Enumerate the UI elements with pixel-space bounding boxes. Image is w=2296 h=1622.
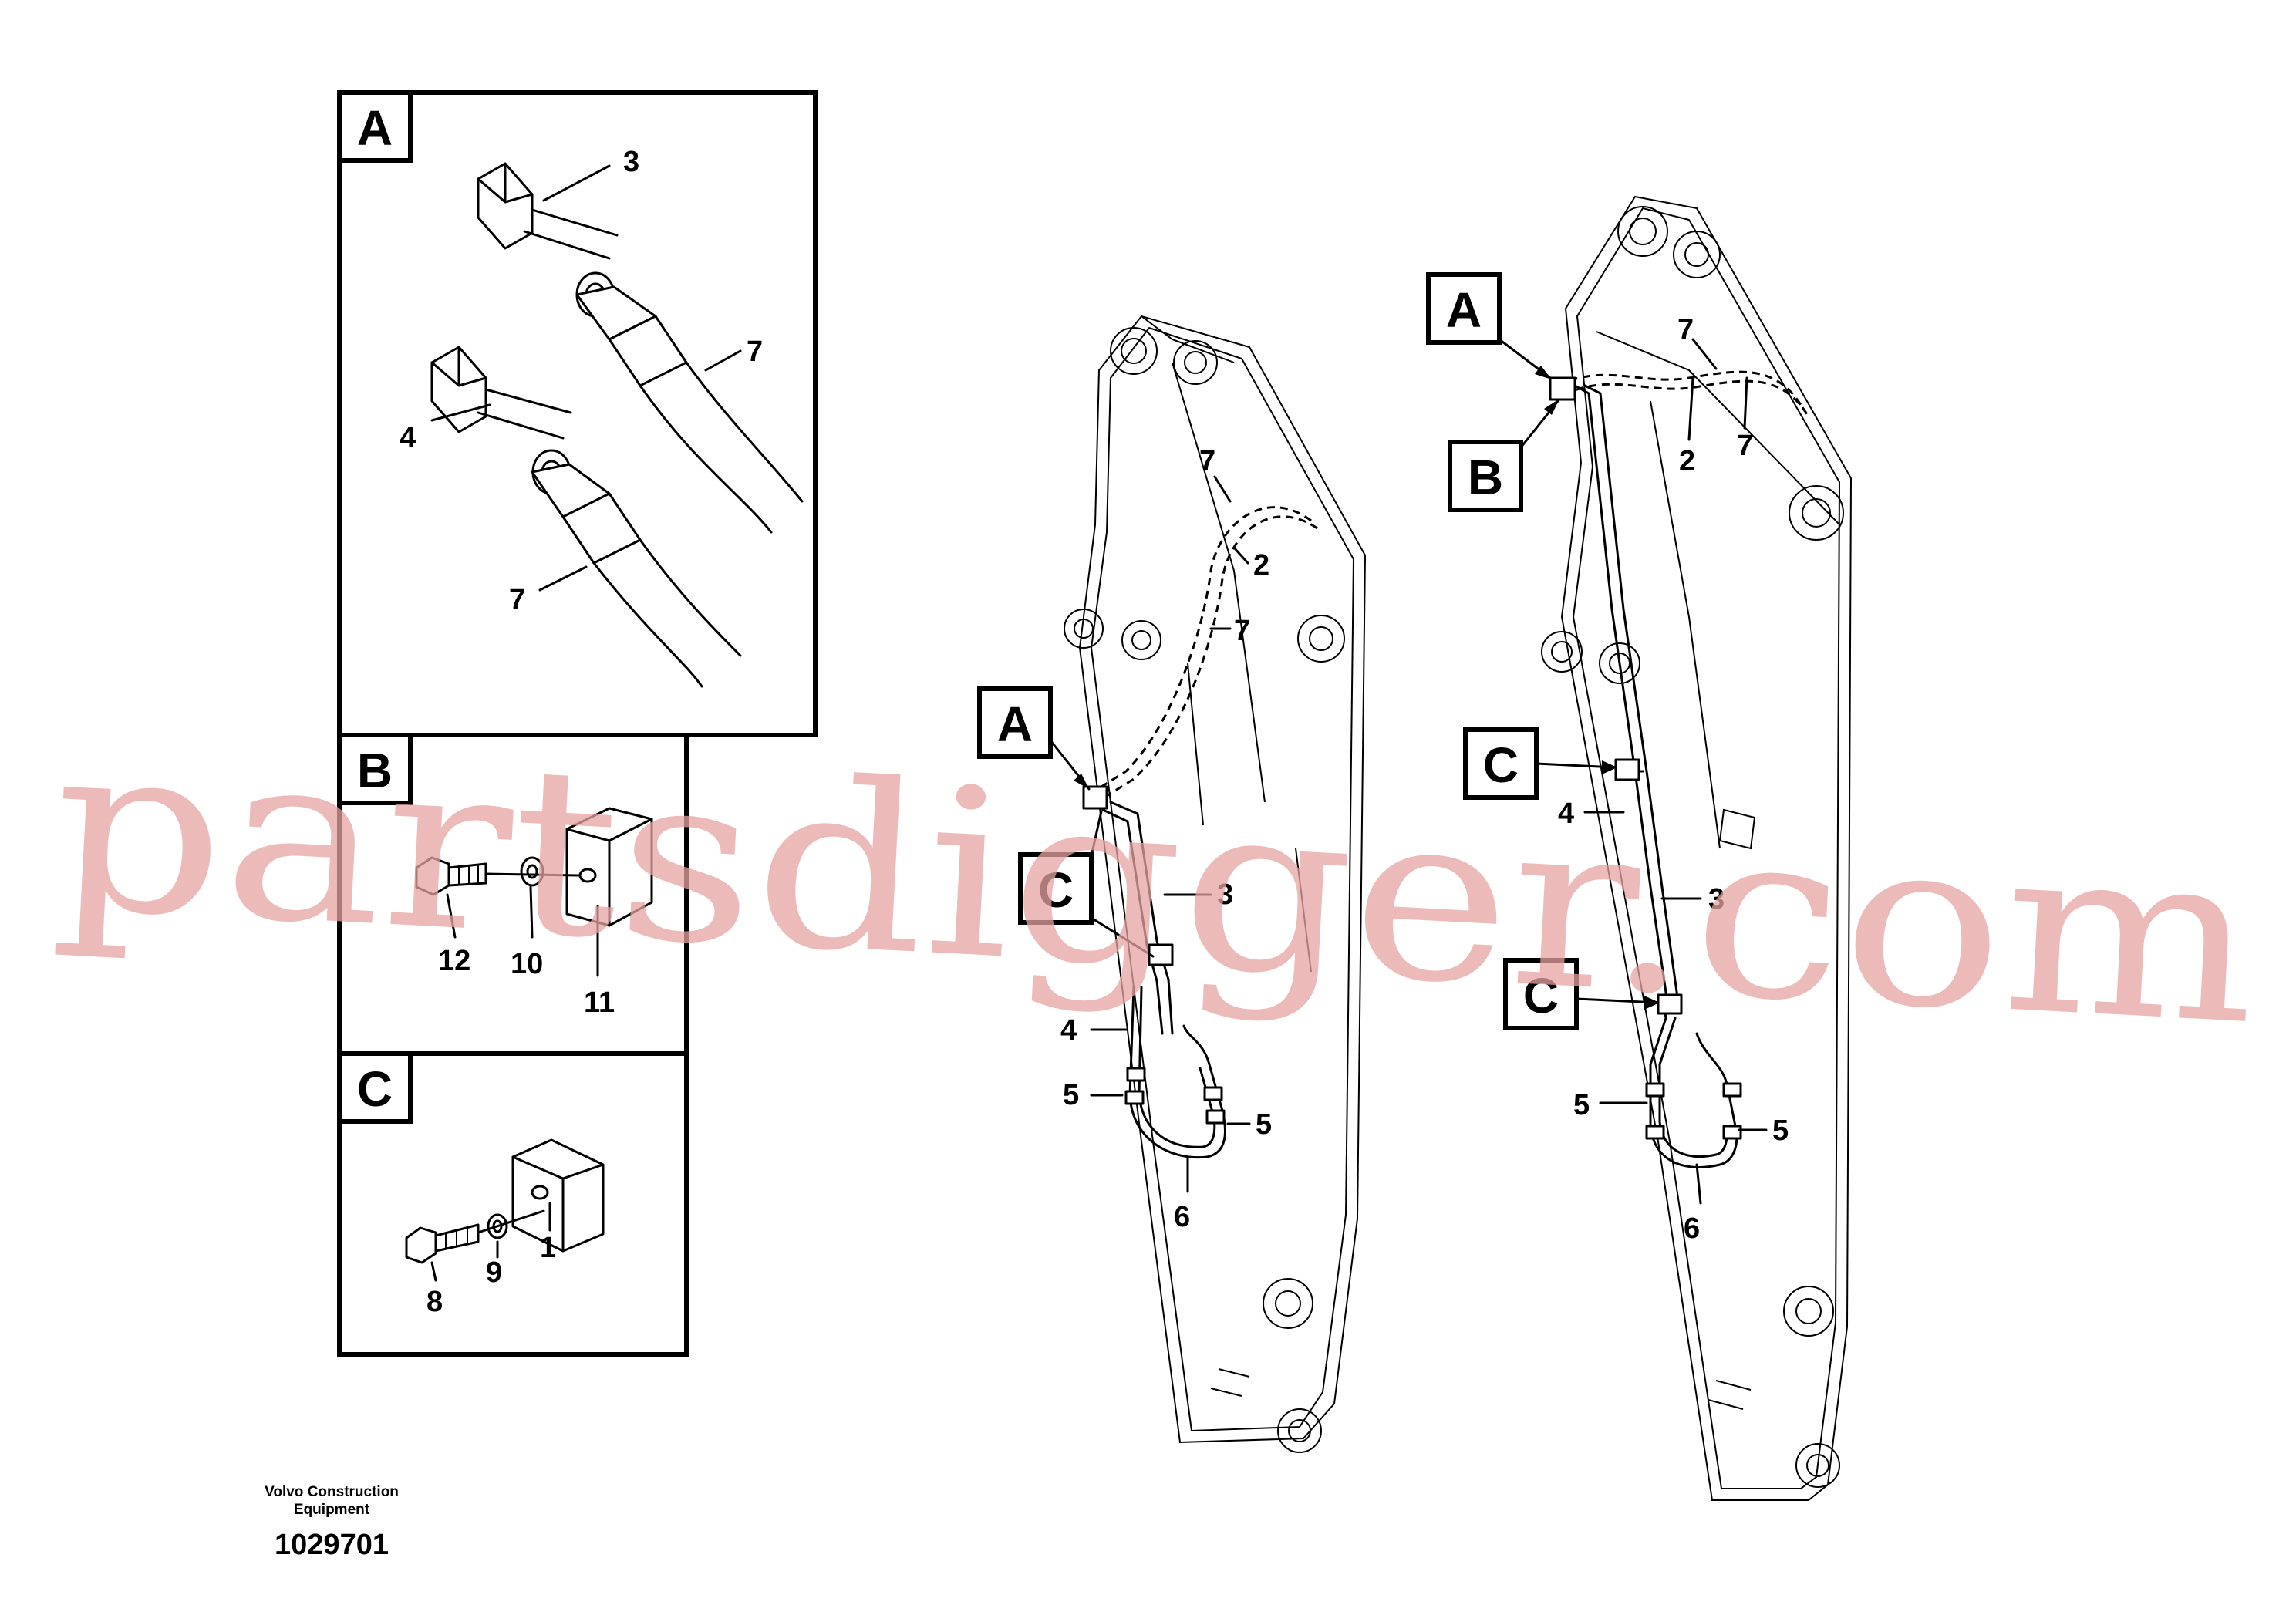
callout-label: 4 — [400, 422, 416, 454]
bolt-drawing-c — [405, 1138, 605, 1264]
hose-routing-left — [1082, 506, 1318, 1159]
company-name-line1: Volvo Construction — [265, 1484, 399, 1500]
callout-label: 7 — [1737, 430, 1753, 462]
view-marker-letter: C — [1523, 968, 1559, 1023]
callout-label: 11 — [584, 986, 615, 1019]
fitting-drawing-a-upper — [477, 162, 804, 534]
callout-label: 7 — [1199, 445, 1215, 477]
callout-label: 5 — [1063, 1079, 1079, 1111]
view-marker-letter: B — [1468, 450, 1503, 505]
boom-right: A B C C 7 2 7 4 3 5 — [1426, 195, 1853, 1501]
callout-label: 5 — [1772, 1114, 1789, 1147]
view-marker-b-right — [1448, 440, 1523, 512]
callout-label: 3 — [623, 146, 639, 178]
callout-label: 4 — [1060, 1014, 1077, 1047]
callout-label: 9 — [486, 1256, 502, 1289]
view-marker-letter: A — [997, 696, 1033, 752]
detail-panel-c: C 8 9 1 — [337, 1051, 689, 1357]
view-marker-a-right — [1426, 272, 1502, 345]
view-marker-c-right-lower — [1503, 958, 1579, 1030]
panel-b-letter: B — [357, 743, 393, 798]
callout-label: 7 — [509, 584, 525, 616]
bolt-drawing-b — [415, 807, 653, 927]
detail-panel-b: B 12 10 11 — [337, 733, 689, 1056]
callout-label: 12 — [438, 945, 470, 977]
arrow-icon — [1644, 996, 1660, 1010]
hose-routing-right — [1549, 370, 1809, 1168]
drawing-number: 1029701 — [275, 1529, 389, 1561]
callout-label: 7 — [1677, 314, 1694, 346]
detail-panel-a: A 3 7 4 — [337, 90, 818, 737]
callout-label: 6 — [1684, 1212, 1700, 1245]
arrow-icon — [1074, 774, 1089, 789]
callout-leaders-a — [430, 164, 742, 592]
view-marker-a-left — [977, 686, 1053, 759]
callout-leaders-right — [1583, 338, 1768, 1205]
callout-label: 3 — [1708, 883, 1725, 916]
callout-label: 3 — [1217, 878, 1233, 911]
drawing-footer: Volvo Construction Equipment 1029701 — [265, 1484, 399, 1561]
arrow-icon — [1535, 366, 1552, 379]
callout-leaders-left — [1090, 475, 1251, 1193]
panel-c-letter: C — [357, 1061, 393, 1117]
arrow-icon — [1544, 399, 1559, 415]
callout-label: 7 — [1234, 615, 1250, 647]
boom-left: A C 7 2 7 3 4 5 5 6 — [977, 315, 1367, 1453]
panel-a-letter: A — [357, 100, 393, 156]
callout-leaders-c — [430, 1202, 551, 1282]
callout-label: 1 — [540, 1232, 556, 1264]
view-marker-c-right-upper — [1463, 727, 1539, 800]
view-marker-letter: A — [1446, 282, 1482, 338]
arrow-icon — [1602, 760, 1617, 774]
callout-label: 5 — [1256, 1108, 1272, 1141]
callout-label: 2 — [1679, 445, 1695, 477]
callout-label: 10 — [511, 948, 543, 980]
boom-right-body — [1541, 195, 1853, 1501]
callout-label: 8 — [426, 1286, 443, 1318]
callout-label: 7 — [747, 336, 763, 368]
boom-left-body — [1064, 315, 1367, 1453]
callout-label: 6 — [1174, 1201, 1190, 1233]
view-marker-c-left — [1018, 852, 1094, 925]
callout-label: 5 — [1573, 1089, 1590, 1121]
callout-label: 2 — [1253, 549, 1269, 582]
callout-leaders-b — [446, 885, 599, 977]
callout-label: 4 — [1558, 798, 1574, 830]
view-marker-letter: C — [1038, 862, 1074, 918]
view-marker-letter: C — [1483, 737, 1519, 793]
company-name-line2: Equipment — [294, 1502, 370, 1518]
